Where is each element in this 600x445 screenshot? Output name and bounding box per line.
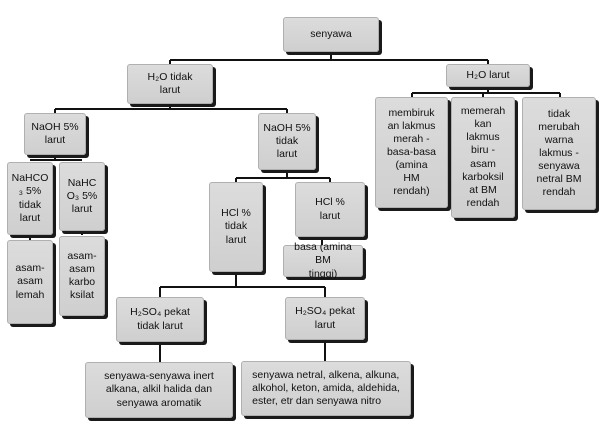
node-hcl-tidak-larut-label: HCl % tidak larut	[221, 207, 251, 246]
node-basa-amina: basa (amina BM tinggi)	[283, 241, 363, 280]
node-basa-amina-label: basa (amina BM tinggi)	[294, 241, 352, 280]
node-h2so4-tidak-larut: H₂SO₄ pekat tidak larut	[116, 297, 204, 342]
node-h2o-tidak-larut: H₂O tidak larut	[127, 64, 213, 104]
node-senyawa-netral: senyawa netral, alkena, alkuna, alkohol,…	[241, 361, 411, 416]
node-senyawa-label: senyawa	[310, 27, 352, 40]
node-senyawa-netral-label: senyawa netral, alkena, alkuna, alkohol,…	[252, 368, 400, 408]
node-memerah: memerah kan lakmus biru - asam karboksil…	[451, 97, 515, 218]
node-tidak-merubah: tidak merubah warna lakmus - senyawa net…	[522, 97, 596, 210]
node-naoh-larut: NaOH 5% larut	[24, 113, 86, 155]
node-h2so4-larut-label: H₂SO₄ pekat larut	[295, 305, 355, 331]
node-h2o-tidak-larut-label: H₂O tidak larut	[147, 70, 193, 96]
node-hcl-larut: HCl % larut	[295, 182, 365, 237]
node-naoh-tidak-larut-label: NaOH 5% tidak larut	[263, 121, 311, 161]
node-senyawa-inert-label: senyawa-senyawa inert alkana, alkil hali…	[104, 370, 214, 409]
node-nahco3-larut-label: NaHC O₃ 5% larut	[66, 176, 98, 216]
node-senyawa: senyawa	[283, 17, 379, 52]
node-memerah-label: memerah kan lakmus biru - asam karboksil…	[460, 105, 506, 209]
node-membiru-label: membiruk an lakmus merah - basa-basa (am…	[386, 106, 437, 198]
node-h2so4-larut: H₂SO₄ pekat larut	[285, 297, 365, 340]
node-nahco3-tidak-larut-label: NaHCO ₃ 5% tidak larut	[11, 172, 49, 224]
node-h2so4-tidak-larut-label: H₂SO₄ pekat tidak larut	[130, 306, 190, 332]
node-asam-karboksilat: asam- asam karbo ksilat	[59, 236, 105, 316]
node-asam-karboksilat-label: asam- asam karbo ksilat	[67, 249, 97, 302]
node-asam-lemah: asam- asam lemah	[7, 240, 53, 324]
node-h2o-larut: H₂O larut	[446, 64, 530, 87]
node-naoh-tidak-larut: NaOH 5% tidak larut	[258, 113, 316, 170]
node-membiru: membiruk an lakmus merah - basa-basa (am…	[375, 97, 448, 208]
node-hcl-larut-label: HCl % larut	[315, 196, 345, 222]
node-tidak-merubah-label: tidak merubah warna lakmus - senyawa net…	[536, 107, 582, 199]
node-hcl-tidak-larut: HCl % tidak larut	[209, 182, 263, 272]
node-naoh-larut-label: NaOH 5% larut	[31, 120, 79, 146]
node-nahco3-tidak-larut: NaHCO ₃ 5% tidak larut	[7, 162, 53, 235]
node-senyawa-inert: senyawa-senyawa inert alkana, alkil hali…	[85, 362, 233, 418]
node-asam-lemah-label: asam- asam lemah	[15, 262, 45, 301]
node-h2o-larut-label: H₂O larut	[466, 68, 510, 81]
node-nahco3-larut: NaHC O₃ 5% larut	[59, 162, 105, 231]
